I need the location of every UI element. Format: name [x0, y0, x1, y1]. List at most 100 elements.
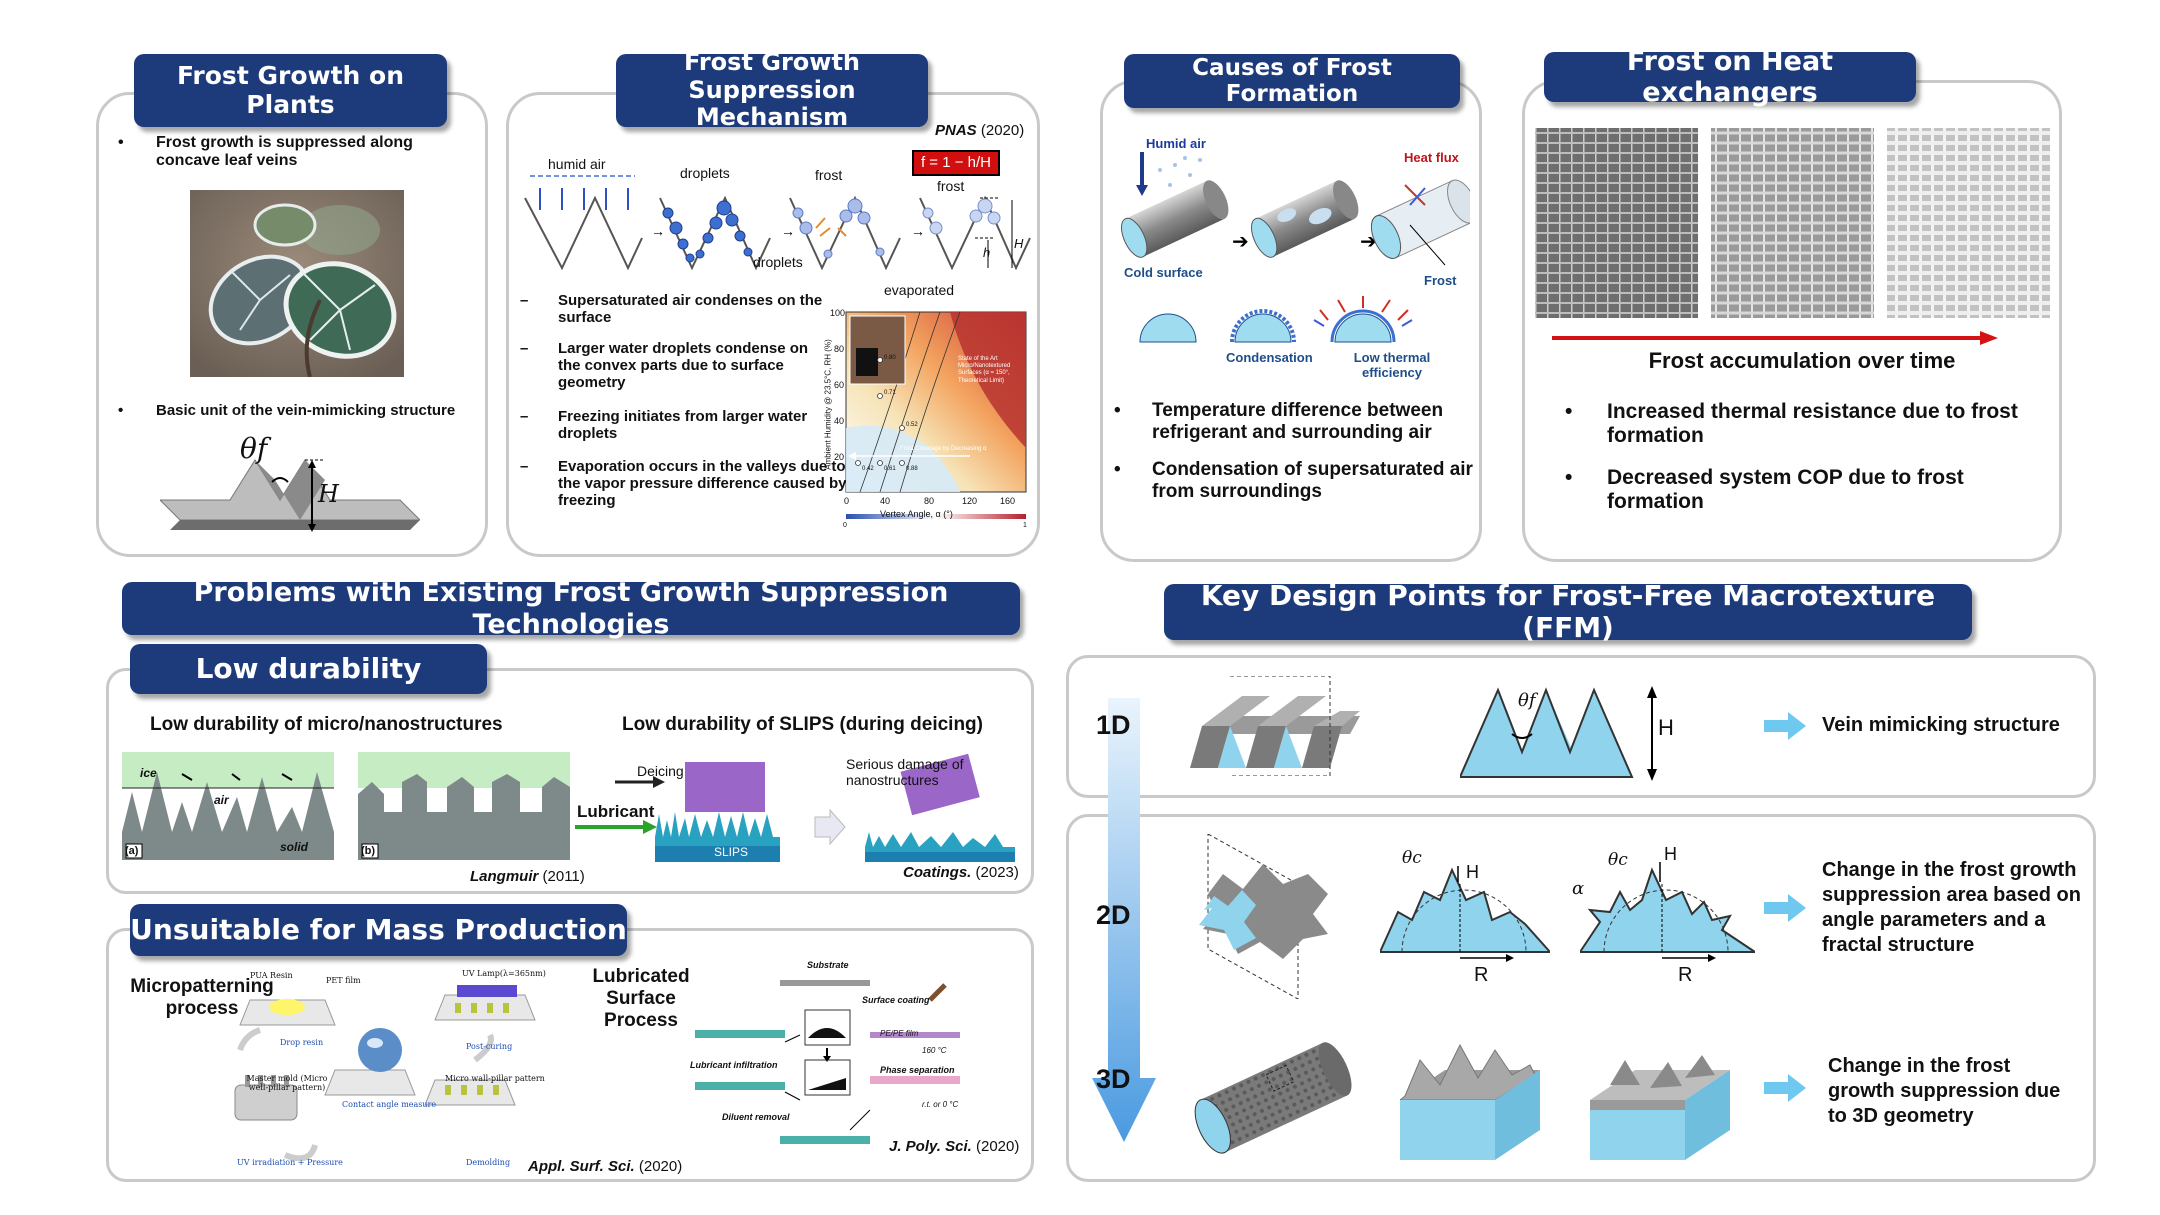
heatmap-point-value: 0.80 — [884, 355, 896, 361]
droplet-mechanism-diagram: → → → — [524, 175, 1031, 271]
label-humid-air-causes: Humid air — [1146, 136, 1206, 151]
mass-production-tag: Unsuitable for Mass Production — [130, 904, 627, 956]
colorbar-max: 1 — [1023, 522, 1027, 529]
dimension-arrow — [1092, 698, 1156, 1142]
lub-step-surface-coating: Surface coating — [862, 995, 930, 1005]
label-b: (b) — [361, 845, 376, 857]
frosted-leaf-photo — [190, 190, 404, 377]
label-1d: 1D — [1096, 710, 1131, 740]
frost-formation-diagram: ➔ ➔ — [1120, 152, 1470, 343]
plants-h-label: H — [318, 480, 339, 508]
2d-star-prism — [1199, 834, 1328, 999]
1d-theta-label: θf — [1518, 690, 1536, 711]
label-serious-damage: Serious damage of nanostructures — [846, 756, 964, 789]
3d-description: Change in the frost growth suppression d… — [1828, 1055, 2061, 1127]
langmuir-citation: Langmuir (2011) — [470, 868, 585, 885]
step-wall-pillar: Micro wall-pillar pattern — [445, 1074, 545, 1083]
label-air: air — [214, 793, 229, 807]
micropatterning-process-diagram — [234, 985, 536, 1162]
mechanism-title: Frost Growth Suppression Mechanism — [616, 48, 928, 131]
step-pet-film: PET film — [326, 976, 361, 985]
heatmap-xtick: 0 — [844, 496, 850, 506]
micro-durability-heading: Low durability of micro/nanostructures — [150, 714, 503, 735]
label-droplets-bottom: droplets — [753, 254, 803, 270]
2d-theta-c-label-1: θc — [1402, 848, 1422, 868]
svg-text:→: → — [781, 223, 795, 239]
3d-textured-cylinder — [1194, 1042, 1352, 1154]
label-2d: 2D — [1096, 900, 1131, 930]
label-low-efficiency: Low thermal efficiency — [1353, 350, 1431, 380]
label-ice: ice — [140, 766, 157, 780]
heatmap-xlabel: Vertex Angle, α (°) — [880, 509, 953, 519]
label-cold-surface: Cold surface — [1124, 265, 1203, 280]
svg-text:→: → — [651, 223, 665, 239]
lub-step-infiltration: Lubricant infiltration — [690, 1060, 778, 1070]
label-humid-air: humid air — [548, 156, 606, 172]
lub-step-diluent: Diluent removal — [722, 1112, 790, 1122]
2d-alpha-label: α — [1572, 878, 1585, 899]
lub-step-phase-separation: Phase separation — [880, 1065, 955, 1075]
causes-title: Causes of Frost Formation — [1124, 54, 1460, 108]
lubricated-process-diagram — [695, 980, 960, 1144]
nanostructure-diagrams — [122, 752, 570, 860]
heatmap-ytick: 100 — [830, 308, 846, 318]
label-droplets-top: droplets — [680, 165, 730, 181]
step-uv-lamp: UV Lamp(λ=365nm) — [462, 969, 546, 978]
lub-step-temp: 160 °C — [922, 1046, 947, 1055]
durability-tag: Low durability — [130, 644, 487, 694]
lub-step-substrate: Substrate — [807, 960, 849, 970]
label-a: (a) — [125, 845, 139, 857]
heatmap-ytick: 80 — [834, 344, 845, 354]
heatmap-ytick: 60 — [834, 380, 845, 390]
2d-description: Change in the frost growth suppression a… — [1822, 859, 2081, 956]
j-poly-sci-citation: J. Poly. Sci. (2020) — [889, 1138, 1020, 1155]
step-drop-resin: Drop resin — [280, 1038, 324, 1047]
heatmap-point-value: 0.71 — [884, 390, 896, 396]
label-heat-flux: Heat flux — [1404, 150, 1459, 165]
heatmap-arrow-label: Frost Coverage by Decreasing α — [900, 446, 987, 452]
step-pua-resin: PUA Resin — [250, 971, 293, 980]
label-3d: 3D — [1096, 1064, 1131, 1094]
heatmap-point-value: 0.42 — [862, 466, 874, 472]
step-uv-pressure: UV irradiation + Pressure — [237, 1158, 343, 1167]
heatmap-ytick: 20 — [834, 452, 845, 462]
label-solid: solid — [280, 840, 309, 854]
1d-description: Vein mimicking structure — [1822, 714, 2060, 736]
1d-ridge-structure — [1190, 676, 1360, 776]
heatmap-xtick: 160 — [1000, 496, 1016, 506]
slips-durability-heading: Low durability of SLIPS (during deicing) — [622, 714, 983, 735]
step-master-mold: Master mold (Micro well-pillar pattern) — [246, 1074, 328, 1092]
heatmap-point-value: 0.61 — [884, 466, 896, 472]
label-h-small: h — [983, 245, 991, 260]
2d-fractal-profile-2 — [1580, 862, 1755, 962]
lub-step-pe-film: PE/PE film — [880, 1029, 919, 1038]
exchangers-title: Frost on Heat exchangers — [1544, 46, 1916, 108]
label-frost-right: frost — [937, 178, 965, 194]
svg-text:→: → — [911, 223, 925, 239]
label-frost-top: frost — [815, 167, 843, 183]
label-condensation: Condensation — [1226, 350, 1313, 365]
heatmap-region-label: State of the Art Micro/Nanotextured Surf… — [958, 356, 1011, 384]
heatmap-point-value: 0.88 — [906, 466, 918, 472]
step-post-curing: Post-curing — [466, 1042, 513, 1051]
heatmap-xtick: 80 — [924, 496, 935, 506]
1d-arrow — [1764, 712, 1806, 740]
mechanism-citation: PNAS (2020) — [935, 122, 1025, 139]
vein-unit-diagram — [160, 459, 420, 532]
3d-block-1 — [1400, 1043, 1540, 1160]
2d-R-label-2: R — [1678, 964, 1693, 986]
heat-exchanger-photos — [1535, 128, 2050, 318]
micropatterning-label: Micropatterning process — [130, 976, 274, 1019]
label-deicing: Deicing — [637, 763, 684, 779]
plants-theta-label: θf — [240, 432, 268, 465]
coatings-citation: Coatings. (2023) — [903, 864, 1019, 881]
svg-text:➔: ➔ — [1232, 231, 1249, 253]
1d-H-label: H — [1658, 715, 1674, 740]
heatmap-point-value: 0.52 — [906, 422, 918, 428]
appl-surf-sci-citation: Appl. Surf. Sci. (2020) — [528, 1158, 683, 1175]
mass-production-panel — [106, 928, 1034, 1182]
plants-title: Frost Growth on Plants — [134, 54, 447, 127]
1d-profile — [1460, 686, 1657, 781]
2d-fractal-profile-1 — [1380, 866, 1550, 962]
design-title: Key Design Points for Frost-Free Macrote… — [1164, 579, 1972, 644]
